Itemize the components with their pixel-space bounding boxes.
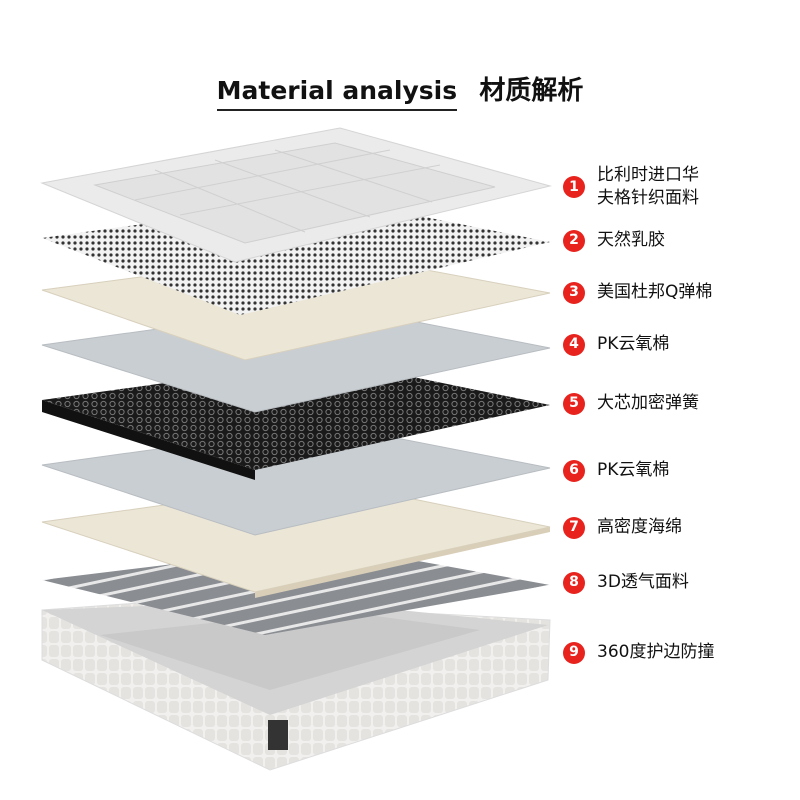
layer-9-edge-guard (41, 599, 551, 771)
legend-text: PK云氧棉 (597, 460, 670, 480)
legend-text: 夫格针织面料 (597, 188, 699, 208)
number-badge: 2 (563, 229, 585, 252)
legend-item-8: 8 3D透气面料 (563, 571, 689, 594)
legend-item-5: 5 大芯加密弹簧 (563, 392, 699, 415)
layer-1-knitted-fabric (40, 127, 552, 263)
legend-text: 高密度海绵 (597, 517, 682, 537)
legend-item-6: 6 PK云氧棉 (563, 459, 669, 482)
legend-text: 360度护边防撞 (597, 642, 715, 662)
number-badge: 9 (563, 641, 585, 664)
label-tag (268, 720, 288, 750)
number-badge: 3 (563, 281, 585, 304)
number-badge: 4 (563, 333, 585, 356)
number-badge: 8 (563, 571, 585, 594)
page-title: Material analysis 材质解析 (0, 70, 800, 111)
title-english: Material analysis (216, 76, 458, 111)
number-badge: 7 (563, 516, 585, 539)
number-badge: 1 (563, 176, 585, 198)
layer-8-3d-mesh (42, 545, 550, 635)
legend-text: PK云氧棉 (597, 334, 670, 354)
legend-text: 美国杜邦Q弹棉 (597, 282, 713, 302)
number-badge: 6 (563, 459, 585, 482)
legend-text: 天然乳胶 (597, 230, 665, 250)
legend-item-9: 9 360度护边防撞 (563, 641, 714, 664)
legend-item-4: 4 PK云氧棉 (563, 333, 669, 356)
legend-item-7: 7 高密度海绵 (563, 516, 682, 539)
legend-text: 大芯加密弹簧 (597, 393, 699, 413)
legend-text: 比利时进口华 (597, 165, 699, 185)
legend-item-2: 2 天然乳胶 (563, 229, 665, 252)
layer-5-spring-core (42, 360, 550, 470)
legend-text: 3D透气面料 (597, 572, 689, 592)
title-chinese: 材质解析 (479, 76, 584, 106)
legend-item-1: 1 比利时进口华夫格针织面料 (563, 164, 699, 210)
number-badge: 5 (563, 392, 585, 415)
legend-item-3: 3 美国杜邦Q弹棉 (563, 281, 712, 304)
